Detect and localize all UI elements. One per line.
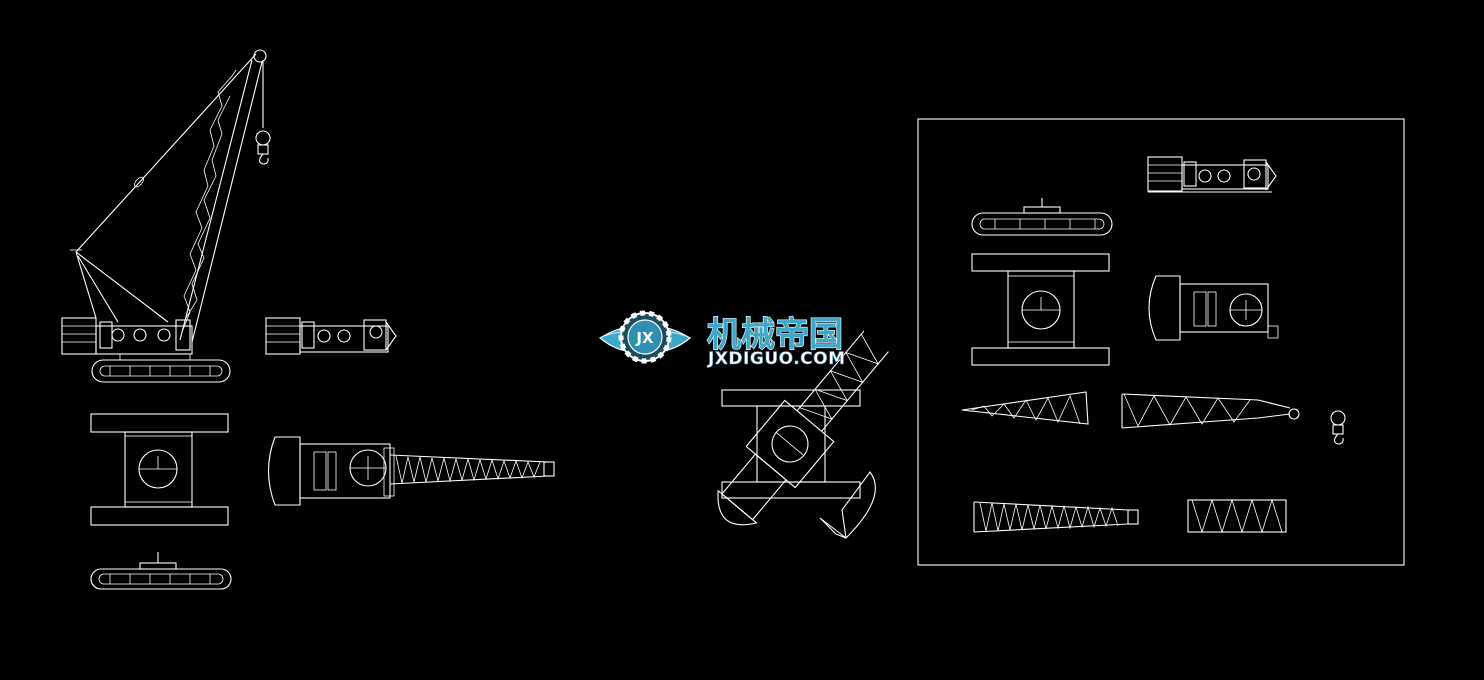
house-side-view: [265, 317, 397, 355]
detail-crawler-track-top: [971, 198, 1113, 236]
carbody-plan-view: [90, 413, 229, 526]
boom-tip-sheave: [253, 49, 267, 63]
detail-boom-base-section: [961, 391, 1089, 425]
detail-house-side: [1147, 156, 1277, 193]
detail-boom-plan-section: [973, 501, 1139, 533]
watermark-logo: JX 机械帝国 JXDIGUO.COM: [598, 310, 846, 369]
crawler-track-side: [91, 359, 231, 383]
detail-hook-block: [1330, 410, 1346, 445]
detail-border-frame: [917, 118, 1405, 566]
watermark-brand-en: JXDIGUO.COM: [707, 349, 846, 369]
pendant-lines: [70, 53, 257, 323]
lattice-boom: [179, 59, 263, 343]
winged-gear-jx-logo: JX: [618, 310, 672, 364]
detail-boom-insert-section: [1187, 498, 1287, 534]
detail-house-plan: [1148, 275, 1279, 341]
crane-side-elevation: [61, 49, 271, 383]
rotated-plan-view: [717, 330, 889, 540]
logo-jx-text: JX: [635, 329, 654, 347]
detail-boom-top-section: [1121, 393, 1300, 429]
house-boom-plan-view: [268, 436, 555, 506]
hook-block: [255, 60, 271, 165]
upper-house: [61, 317, 193, 361]
detail-carbody-plan: [971, 253, 1110, 366]
crawler-track-bottom: [90, 552, 232, 590]
watermark-brand-cn: 机械帝国: [707, 315, 843, 355]
